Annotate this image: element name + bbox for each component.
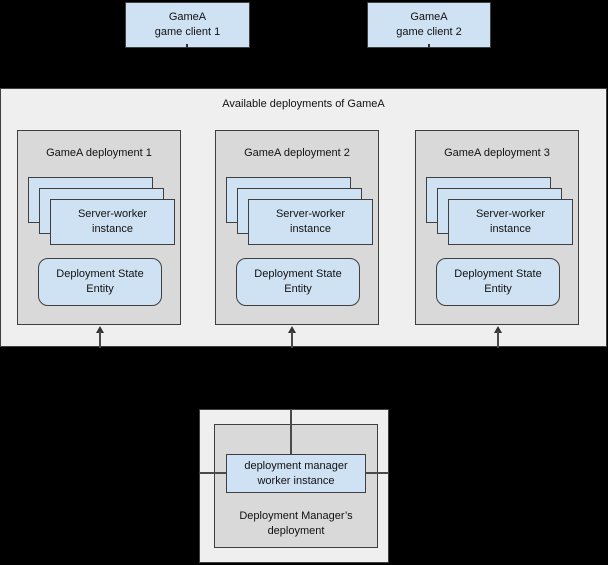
arrow-line bbox=[291, 331, 293, 348]
server-worker-label: Server-worker instance bbox=[77, 208, 148, 235]
up-arrow-deployment-1 bbox=[96, 326, 104, 348]
game-client-1-box: GameA game client 1 bbox=[125, 2, 250, 48]
arrow-head-icon bbox=[288, 326, 296, 333]
arrow-head-icon bbox=[494, 326, 502, 333]
state-entity-label: Deployment State Entity bbox=[56, 268, 144, 295]
deployment-state-entity: Deployment State Entity bbox=[436, 258, 560, 306]
manager-worker-box: deployment manager worker instance bbox=[226, 454, 366, 493]
server-worker-stack: Server-worker instance bbox=[226, 177, 374, 246]
client-2-connector-stub bbox=[428, 44, 430, 48]
manager-worker-label: deployment manager worker instance bbox=[244, 459, 348, 487]
connector-hline-left bbox=[199, 472, 227, 474]
server-worker-instance-box: Server-worker instance bbox=[248, 199, 373, 245]
server-worker-label: Server-worker instance bbox=[275, 208, 346, 235]
server-worker-label: Server-worker instance bbox=[475, 208, 546, 235]
server-worker-instance-box: Server-worker instance bbox=[50, 199, 175, 245]
client-1-connector-stub bbox=[186, 44, 188, 48]
available-deployments-container: Available deployments of GameA GameA dep… bbox=[0, 88, 607, 348]
game-client-2-box: GameA game client 2 bbox=[367, 2, 491, 48]
deployment-3-title: GameA deployment 3 bbox=[444, 147, 550, 159]
deployment-box-1: GameA deployment 1 Server-worker instanc… bbox=[17, 130, 181, 325]
server-worker-stack: Server-worker instance bbox=[426, 177, 574, 246]
manager-deployment-label: Deployment Manager’s deployment bbox=[239, 510, 353, 537]
deployment-box-3: GameA deployment 3 Server-worker instanc… bbox=[415, 130, 579, 325]
arrow-line bbox=[99, 331, 101, 348]
server-worker-instance-box: Server-worker instance bbox=[448, 199, 573, 245]
server-worker-stack: Server-worker instance bbox=[28, 177, 176, 246]
state-entity-label: Deployment State Entity bbox=[254, 268, 342, 295]
state-entity-label: Deployment State Entity bbox=[454, 268, 542, 295]
arrow-line bbox=[497, 331, 499, 348]
deployment-state-entity: Deployment State Entity bbox=[38, 258, 162, 306]
connector-hline-right bbox=[365, 472, 389, 474]
up-arrow-deployment-3 bbox=[494, 326, 502, 348]
arrow-head-icon bbox=[96, 326, 104, 333]
game-client-2-label: GameA game client 2 bbox=[396, 11, 462, 38]
available-deployments-title: Available deployments of GameA bbox=[222, 98, 385, 110]
deployment-2-title: GameA deployment 2 bbox=[244, 147, 350, 159]
deployment-1-title: GameA deployment 1 bbox=[46, 147, 152, 159]
up-arrow-deployment-2 bbox=[288, 326, 296, 348]
connector-vline bbox=[290, 409, 292, 455]
game-client-1-label: GameA game client 1 bbox=[154, 11, 221, 38]
deployment-state-entity: Deployment State Entity bbox=[236, 258, 360, 306]
deployment-box-2: GameA deployment 2 Server-worker instanc… bbox=[215, 130, 379, 325]
